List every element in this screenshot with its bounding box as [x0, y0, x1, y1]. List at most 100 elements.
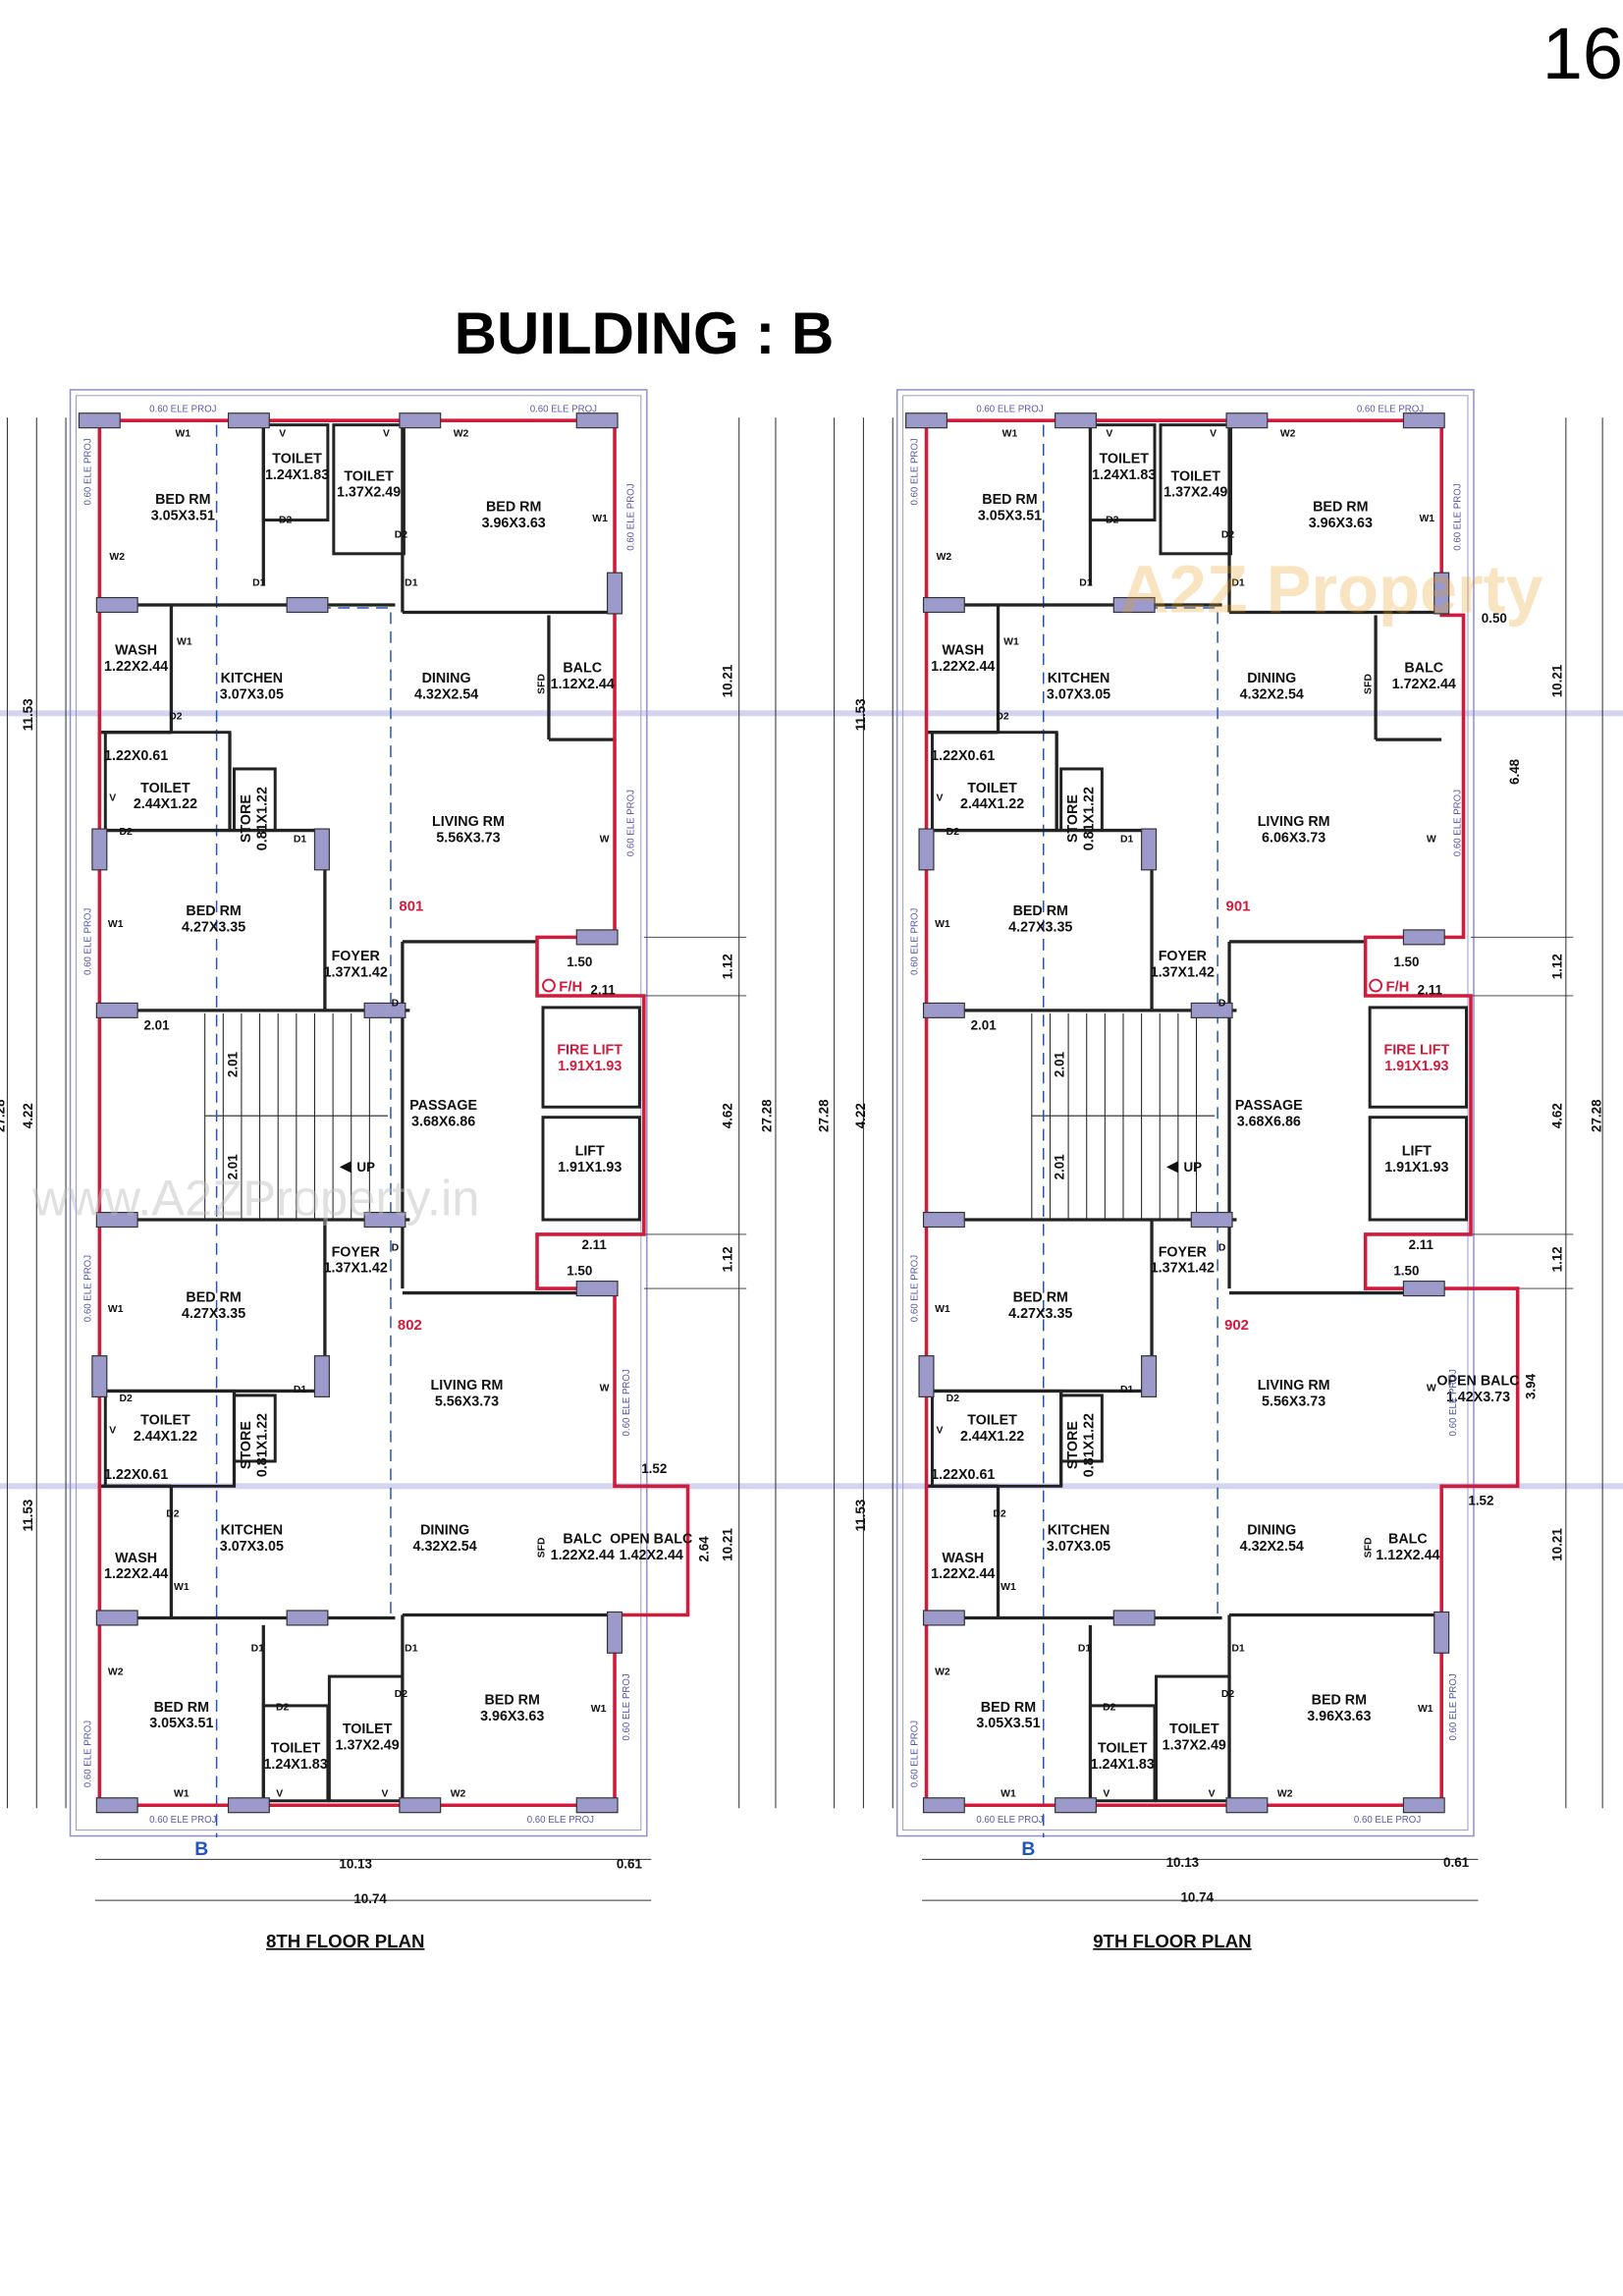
opening-tag: D1: [1231, 1644, 1245, 1655]
column: [95, 1797, 138, 1814]
room-name: KITCHEN: [1048, 1523, 1110, 1539]
dimension-label: 1.50: [567, 1264, 592, 1279]
projection-label: 0.60 ELE PROJ: [625, 790, 636, 856]
opening-tag: D2: [1221, 1689, 1235, 1700]
column: [91, 1355, 108, 1397]
room-size: 3.96X3.63: [482, 516, 546, 531]
stair-direction-label: UP: [1183, 1160, 1202, 1175]
scan-artifact-line: [0, 1483, 1623, 1490]
room-size: 5.56X3.73: [436, 830, 500, 846]
opening-tag: D2: [395, 1689, 408, 1700]
opening-tag: D2: [1103, 1702, 1116, 1713]
room-size: 1.22X2.44: [931, 1566, 995, 1582]
opening-tag: D: [392, 998, 400, 1009]
section-marker: B: [1021, 1838, 1035, 1860]
opening-tag: D1: [294, 1385, 307, 1395]
dimension-label: 2.11: [581, 1237, 607, 1252]
dimension-label: 2.11: [1418, 982, 1443, 997]
room-size: 5.56X3.73: [435, 1394, 499, 1409]
dimension-label: 1.12: [720, 1246, 734, 1272]
wall-box: [332, 423, 406, 556]
projection-label: 0.60 ELE PROJ: [910, 908, 921, 975]
dimension-label: 4.62: [720, 1103, 734, 1128]
room-name: STORE: [239, 1421, 254, 1469]
opening-tag: D1: [1231, 578, 1245, 589]
dimension-label: 0.61: [1443, 1855, 1470, 1870]
room-name: BED RM: [155, 492, 210, 508]
column: [1434, 1611, 1450, 1654]
column: [1055, 412, 1098, 429]
room-size: 1.22X2.44: [551, 1548, 615, 1563]
column: [363, 1002, 406, 1018]
wall-box: [103, 731, 232, 833]
dimension-label: 10.21: [720, 1528, 734, 1561]
opening-tag: V: [1106, 429, 1112, 440]
room-name: DINING: [422, 671, 471, 686]
room-size: 1.22X0.61: [931, 748, 995, 764]
dimension-label: 2.01: [971, 1017, 998, 1032]
floor-plan-8th: [6, 389, 777, 1901]
room-size: 4.32X2.54: [414, 686, 478, 702]
dimension-label: 6.48: [1507, 758, 1522, 785]
opening-tag: W: [1427, 834, 1436, 845]
opening-tag: D2: [120, 827, 134, 838]
room-name: TOILET: [1099, 451, 1149, 466]
column: [575, 929, 619, 946]
room-size: 3.96X3.63: [1307, 1709, 1371, 1724]
room-name: BALC: [1388, 1531, 1428, 1547]
room-name: LIVING RM: [431, 1378, 504, 1394]
room-name: FIRE LIFT: [1383, 1043, 1449, 1059]
dimension-label: 27.28: [760, 1099, 775, 1132]
room-size: 4.32X2.54: [413, 1539, 477, 1555]
scan-artifact-line: [0, 710, 1623, 717]
room-size: 3.05X3.51: [151, 509, 215, 524]
column: [606, 1611, 623, 1654]
projection-label: 0.60 ELE PROJ: [82, 438, 93, 505]
room-name: PASSAGE: [1235, 1098, 1303, 1114]
dimension-label: 11.53: [853, 1500, 868, 1532]
opening-tag: W2: [935, 1667, 950, 1678]
opening-tag: V: [936, 793, 943, 804]
projection-label: 0.60 ELE PROJ: [976, 404, 1043, 414]
room-size: 1.91X1.93: [1384, 1059, 1448, 1074]
projection-label: 0.60 ELE PROJ: [625, 483, 636, 550]
projection-label: 0.60 ELE PROJ: [1448, 1673, 1459, 1740]
dimension-label: 2.01: [225, 1051, 240, 1077]
column: [575, 412, 619, 429]
column: [922, 1610, 965, 1626]
opening-tag: D2: [276, 1702, 290, 1713]
projection-label: 0.60 ELE PROJ: [1357, 404, 1424, 414]
column: [922, 1002, 965, 1018]
room-size: 1.37X1.42: [1151, 965, 1215, 981]
room-size: 1.22X2.44: [104, 659, 168, 675]
column: [922, 1211, 965, 1229]
opening-tag: D1: [1120, 1385, 1134, 1395]
room-size: 0.81X1.22: [1081, 1413, 1097, 1477]
opening-tag: W1: [108, 1304, 124, 1315]
room-size: 3.96X3.63: [1309, 516, 1373, 531]
room-size: 4.27X3.35: [1008, 919, 1072, 935]
room-size: 1.37X1.42: [324, 965, 388, 981]
plan-linework: [0, 389, 1623, 1901]
room-size: 4.32X2.54: [1240, 1539, 1304, 1555]
opening-tag: D: [1218, 1242, 1226, 1253]
wall-box: [1059, 767, 1104, 833]
opening-tag: D: [392, 1242, 400, 1253]
projection-label: 0.60 ELE PROJ: [149, 1815, 216, 1826]
dimension-label: 11.53: [853, 698, 868, 731]
room-name: BED RM: [186, 1290, 241, 1306]
opening-tag: W1: [1001, 1582, 1016, 1593]
room-name: LIVING RM: [1258, 814, 1330, 830]
projection-label: 0.60 ELE PROJ: [976, 1815, 1043, 1826]
room-size: 2.44X1.22: [134, 1429, 197, 1445]
room-name: PASSAGE: [409, 1098, 477, 1114]
column: [1402, 1797, 1445, 1814]
room-name: STORE: [239, 794, 254, 843]
opening-tag: D2: [996, 711, 1009, 722]
room-size: 1.37X2.49: [1163, 1738, 1226, 1754]
room-size: 3.05X3.51: [149, 1716, 213, 1731]
elevation-projection-outline: [76, 395, 642, 1831]
watermark-logo: A2Z Property: [1120, 551, 1542, 627]
stair-direction-label: UP: [356, 1160, 375, 1175]
dimension-label: 1.52: [641, 1461, 667, 1476]
